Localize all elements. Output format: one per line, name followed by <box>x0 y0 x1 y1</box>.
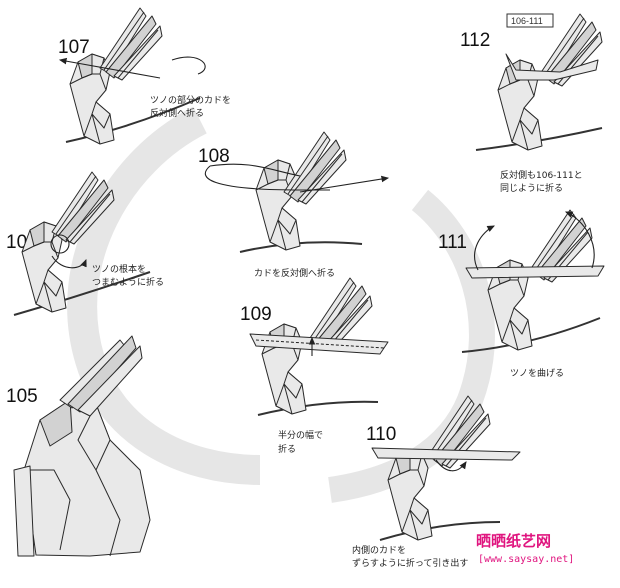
step-number: 111 <box>438 232 467 253</box>
step-109: 109 半分の幅で 折る <box>240 277 389 455</box>
step-108: 108 カドを反対側へ折る <box>198 131 390 279</box>
stand-base <box>13 271 151 316</box>
step-caption-line: 反対側も106-111と <box>500 169 583 181</box>
background-swirl <box>67 106 261 485</box>
step-107: 107 ツノの部分のカドを 反対側へ折る <box>58 7 231 145</box>
watermark: 晒晒纸艺网 [www.saysay.net] <box>476 532 574 565</box>
step-number: 107 <box>58 37 90 58</box>
step-110: 110 内側のカドを ずらすように折って引き出す <box>352 395 521 569</box>
ears-figure <box>283 131 347 205</box>
step-number: 110 <box>366 424 396 445</box>
step-caption-line: ずらすように折って引き出す <box>352 557 468 569</box>
folded-flap <box>505 53 599 81</box>
bend-arrow-left <box>474 225 495 271</box>
step-112: 112 106-111 反対側も106-111と 同じように折る <box>460 13 603 194</box>
step-number: 112 <box>460 30 490 51</box>
step-caption-line: 折る <box>278 443 296 455</box>
stand-base <box>65 97 201 143</box>
rabbit-figure <box>387 449 433 541</box>
step-caption-line: 同じように折る <box>500 182 563 194</box>
rabbit-full-figure <box>13 335 151 557</box>
bend-arrow-right <box>564 211 595 269</box>
folded-flap <box>371 447 521 461</box>
step-caption-line: 半分の幅で <box>278 429 323 441</box>
step-caption-line: 内側のカドを <box>352 544 406 556</box>
folded-flap <box>465 265 605 279</box>
step-111: 111 ツノを曲げる <box>438 209 605 379</box>
step-105: 105 <box>6 335 151 557</box>
pinch-mark <box>50 234 70 254</box>
step-caption-line: ツノの部分のカドを <box>150 94 231 106</box>
fold-arrow-long <box>58 57 161 79</box>
fold-arrow <box>435 459 467 472</box>
fold-arrow <box>51 255 87 269</box>
watermark-title: 晒晒纸艺网 <box>476 532 551 550</box>
stand-base <box>257 400 379 416</box>
step-caption-line: カドを反対側へ折る <box>254 267 335 279</box>
fold-arrow <box>299 175 390 193</box>
step-caption-line: つまむように折る <box>92 276 164 288</box>
reference-label: 106-111 <box>511 16 543 26</box>
watermark-url: [www.saysay.net] <box>478 554 574 565</box>
step-106: 106 ツノの根本を つまむように折る <box>6 171 164 316</box>
step-number: 105 <box>6 386 38 407</box>
fold-line <box>255 339 385 349</box>
fold-loop-top <box>209 163 301 177</box>
step-caption-line: ツノを曲げる <box>510 368 564 379</box>
stand-base <box>239 241 363 253</box>
folded-flap <box>249 333 389 355</box>
rabbit-figure <box>255 159 301 251</box>
stand-base <box>379 521 501 541</box>
step-caption-line: 反対側へ折る <box>150 107 204 119</box>
reference-box <box>506 13 554 28</box>
fold-arrow <box>171 56 206 75</box>
step-number: 108 <box>198 146 230 167</box>
step-number: 109 <box>240 304 272 325</box>
fold-loop <box>204 165 330 191</box>
step-caption-line: ツノの根本を <box>92 263 146 275</box>
